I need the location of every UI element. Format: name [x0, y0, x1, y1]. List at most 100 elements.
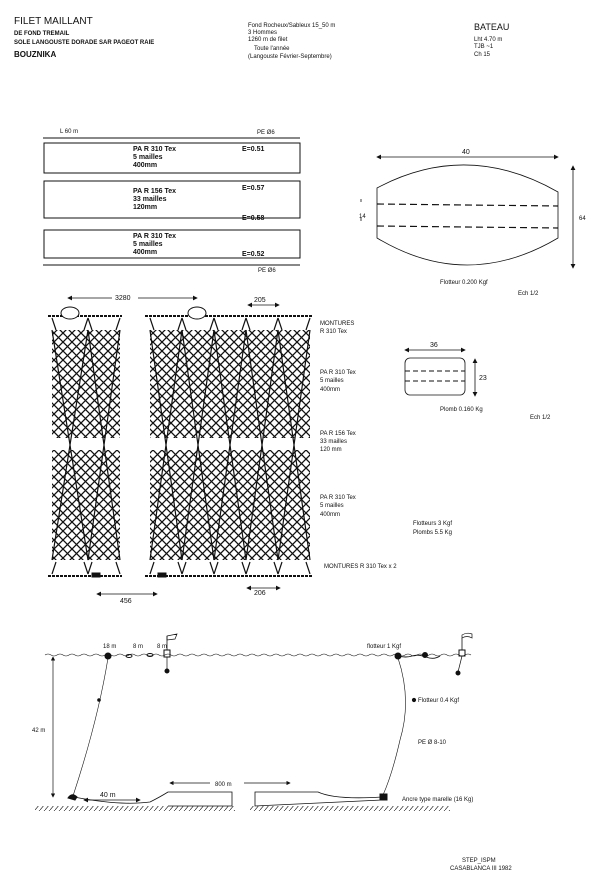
float-hole-line [376, 203, 559, 207]
float-icon [187, 306, 207, 320]
bottom-rope-label: PE Ø6 [258, 268, 276, 274]
condition-line: 1260 m de filet [248, 37, 288, 43]
location: BOUZNIKA [14, 50, 56, 59]
float-caption: Flotteur 0.200 Kgf [440, 280, 488, 286]
condition-line: 3 Hommes [248, 30, 277, 36]
flag-icon [166, 633, 178, 641]
surface-line [397, 654, 441, 659]
lead-outline [404, 357, 466, 396]
mesh-label: PA R 310 Tex [320, 495, 356, 501]
total-leads: Plombs 5.5 Kg [413, 530, 452, 536]
outer-mesh-lines [51, 317, 311, 575]
panel-inner [43, 180, 301, 219]
dim-top-label: 3280 [115, 295, 131, 302]
mesh-label: 33 mailles [320, 439, 347, 445]
boat-power: Ch 15 [474, 52, 491, 58]
mesh-bottom-right [150, 450, 310, 560]
float-icon [60, 306, 80, 320]
panel-spec: 33 mailles [133, 196, 167, 203]
mesh-bottom-left [52, 450, 120, 560]
lead-width: 36 [430, 342, 438, 349]
dim-gap [210, 778, 244, 788]
net-section-right [254, 791, 383, 807]
float-hole: 14 [359, 214, 366, 220]
float-scale: Ech 1/2 [518, 291, 539, 297]
condition-line: Fond Rocheux/Sableux 15_50 m [248, 23, 335, 29]
mesh-label: PA R 156 Tex [320, 431, 356, 437]
mesh-label: MONTURES [320, 321, 354, 327]
dim-gap [112, 292, 138, 302]
float-height: 64 [579, 216, 586, 222]
anchor-left-icon [67, 794, 78, 801]
mesh-label: PA R 310 Tex [320, 370, 356, 376]
lead-icon [91, 572, 101, 578]
panel-spec: 5 mailles [133, 154, 163, 161]
boat-title: BATEAU [474, 22, 509, 32]
hanging-ratio: E=0.57 [242, 185, 264, 192]
small-float-icon [125, 654, 133, 658]
panel-spec: 400mm [133, 162, 157, 169]
weight-icon [164, 668, 170, 674]
mesh-label: R 310 Tex [320, 329, 347, 335]
hanging-ratio: E=0.52 [242, 251, 264, 258]
rope-label: PE Ø 8-10 [418, 740, 447, 746]
float-outline [376, 164, 559, 266]
credit-line2: CASABLANCA III 1982 [450, 866, 512, 872]
boat-length: Lht 4.70 m [474, 37, 502, 43]
panel-spec: PA R 156 Tex [133, 188, 176, 195]
dim-top-right-label: 205 [254, 297, 266, 304]
anchor-icon [379, 793, 388, 801]
marker-buoy-icon [163, 649, 171, 658]
mesh-label: 400mm [320, 512, 340, 518]
buoy-rope-left [72, 657, 109, 797]
lead-drawing: 36 23 Plomb 0.160 Kg Ech 1/2 [404, 342, 551, 421]
mesh-detail: 3280 205 456 206 MONTURES R 310 Tex [48, 292, 397, 605]
total-floats: Flotteurs 3 Kgf [413, 521, 452, 527]
credit-line1: STEP_ISPM [462, 858, 496, 864]
marker-line [457, 655, 463, 673]
title: FILET MAILLANT [14, 16, 93, 27]
seabed-left [35, 806, 235, 811]
marker-buoy-icon [458, 649, 466, 657]
float-width: 40 [462, 149, 470, 156]
net-plan: L 60 m PE Ø6 PA R 310 Tex 5 mailles 400m… [43, 129, 301, 274]
panel-spec: 400mm [133, 249, 157, 256]
panel-outer-top [43, 142, 301, 174]
depth-label: 42 m [32, 728, 45, 734]
dim-bottom-left-label: 456 [120, 598, 132, 605]
weight-icon [455, 670, 461, 676]
hanging-ratio: E=0.58 [242, 215, 264, 222]
flag-icon [461, 632, 473, 639]
mid-float-icon [411, 697, 417, 703]
conditions-block: Fond Rocheux/Sableux 15_50 m 3 Hommes 12… [248, 23, 335, 60]
mesh-label: 5 mailles [320, 378, 344, 384]
lead-caption: Plomb 0.160 Kg [440, 407, 483, 413]
boat-block: BATEAU Lht 4.70 m TJB ~1 Ch 15 [474, 22, 509, 58]
panel-spec: PA R 310 Tex [133, 233, 176, 240]
small-float-icon [146, 653, 154, 657]
panel-outer-bottom [43, 229, 301, 259]
totals: Flotteurs 3 Kgf Plombs 5.5 Kg [413, 521, 452, 536]
anchor-label: Ancre type marelle (16 Kg) [402, 797, 473, 803]
mesh-label: 400mm [320, 387, 340, 393]
rigging-diagram: 42 m 18 m 8 m 8 m flotteur 1 Kgf Flotteu… [32, 632, 473, 811]
net-section-left [73, 791, 233, 807]
net-length: L 60 m [60, 129, 78, 135]
credit: STEP_ISPM CASABLANCA III 1982 [450, 858, 512, 872]
lead-scale: Ech 1/2 [530, 415, 551, 421]
dim-bottom-right-label: 206 [254, 590, 266, 597]
mesh-top-left [52, 330, 120, 438]
hanging-ratio: E=0.51 [242, 146, 264, 153]
mid-float-label: Flotteur 0.4 Kgf [418, 698, 459, 704]
condition-line: (Langouste Février-Septembre) [248, 54, 332, 60]
panel-spec: 120mm [133, 204, 157, 211]
spacing-label: 8 m [157, 644, 167, 650]
lead-height: 23 [479, 375, 487, 382]
mesh-top-right [150, 330, 310, 438]
mesh-label: MONTURES R 310 Tex x 2 [324, 564, 397, 570]
mesh-label: 120 mm [320, 447, 342, 453]
buoy-rope-right [382, 657, 406, 796]
spacing-label: 18 m [103, 644, 116, 650]
